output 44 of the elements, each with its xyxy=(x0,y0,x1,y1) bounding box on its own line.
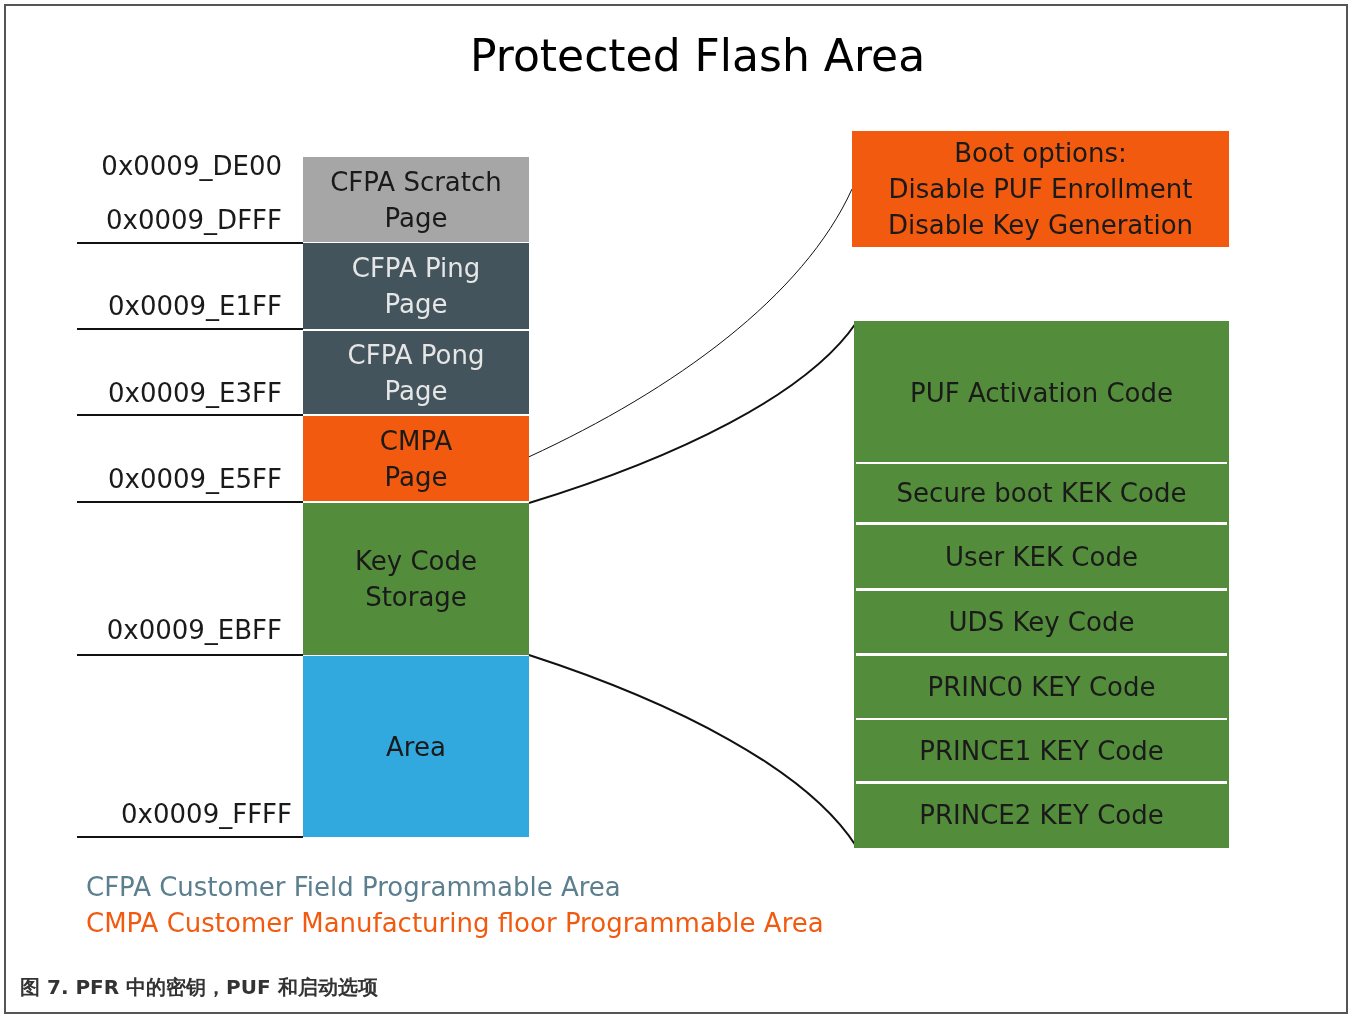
memory-region xyxy=(303,416,529,501)
key-slot xyxy=(856,784,1227,846)
address-label: 0x0009_EBFF xyxy=(106,615,282,645)
address-label: 0x0009_E1FF xyxy=(108,291,282,321)
leader-line xyxy=(528,188,853,458)
box-label: PUF Activation Code xyxy=(910,376,1173,410)
key-slot xyxy=(856,525,1227,588)
memory-region xyxy=(303,331,529,414)
address-label: 0x0009_FFFF xyxy=(121,799,292,829)
address-label: 0x0009_DFFF xyxy=(106,205,282,235)
leader-line xyxy=(528,322,857,504)
memory-region xyxy=(303,503,529,655)
box-label: Key Code Storage xyxy=(354,545,478,614)
note-text: CMPA Customer Manufacturing floor Programmable Area xyxy=(86,908,824,938)
key-slot xyxy=(856,720,1227,781)
address-label: 0x0009_E3FF xyxy=(108,378,282,408)
memory-region xyxy=(303,243,529,329)
box-label: CFPA Ping Page xyxy=(350,252,482,321)
key-code-panel xyxy=(856,323,1227,846)
figure-caption: 图 7. PFR 中的密钥，PUF 和启动选项 xyxy=(20,974,378,1001)
options-box xyxy=(852,131,1229,247)
box-label: UDS Key Code xyxy=(948,606,1135,639)
diagram-title: Protected Flash Area xyxy=(470,30,926,81)
key-slot xyxy=(856,656,1227,718)
memory-region xyxy=(303,157,529,242)
box-label: Boot options: xyxy=(954,137,1127,170)
box-label: PRINC0 KEY Code xyxy=(927,671,1156,704)
note-text: CFPA Customer Field Programmable Area xyxy=(86,872,621,902)
leader-line xyxy=(528,654,857,847)
box-label: PRINCE1 KEY Code xyxy=(919,734,1164,768)
box-label: PRINCE2 KEY Code xyxy=(919,799,1164,832)
box-label: CMPA Page xyxy=(378,424,454,494)
box-label: Area xyxy=(386,730,446,764)
key-slot xyxy=(856,591,1227,653)
key-slot xyxy=(856,323,1227,462)
box-label: CFPA Scratch Page xyxy=(329,165,503,235)
key-slot xyxy=(856,464,1227,522)
box-label: Disable PUF Enrollment Disable Key Generation xyxy=(886,173,1195,242)
box-label: CFPA Pong Page xyxy=(346,338,486,408)
address-label: 0x0009_E5FF xyxy=(108,464,282,494)
box-label: Secure boot KEK Code xyxy=(896,477,1187,510)
address-label: 0x0009_DE00 xyxy=(101,151,282,181)
box-label: User KEK Code xyxy=(945,540,1138,574)
memory-region xyxy=(303,656,529,837)
